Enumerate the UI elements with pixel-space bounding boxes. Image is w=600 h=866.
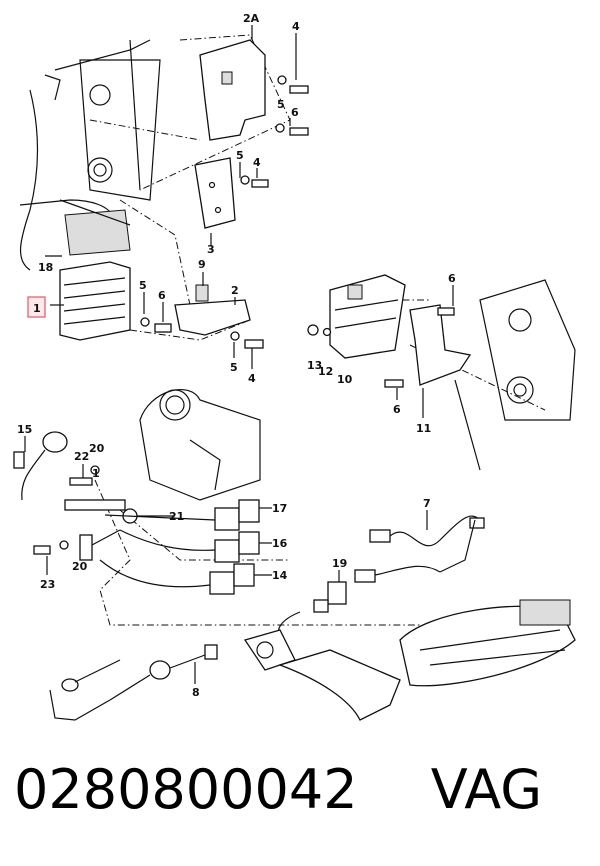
- callout-6: 6: [291, 106, 299, 119]
- engine-bay-outline: [19, 39, 161, 271]
- callout-5: 5: [277, 98, 285, 111]
- callout-21: 21: [169, 510, 184, 523]
- callout-19: 19: [332, 557, 347, 570]
- callout-7: 7: [423, 497, 431, 510]
- callout-leaders: [24, 33, 454, 684]
- callout-18: 18: [38, 261, 53, 274]
- sensor-8: [49, 644, 218, 721]
- callout-23: 23: [40, 578, 55, 591]
- callout-5: 5: [236, 149, 244, 162]
- callout-12: 12: [318, 365, 333, 378]
- part-caption: 0280800042 VAG: [14, 758, 594, 848]
- callout-1: 1: [92, 467, 100, 480]
- engine-block-right: [454, 279, 576, 471]
- callout-11: 11: [416, 422, 431, 435]
- wiring-harness-18: [19, 199, 131, 256]
- oxygen-sensor-7: [354, 515, 485, 583]
- callout-14: 14: [272, 569, 288, 582]
- control-unit-10: [307, 274, 406, 359]
- brand-name: VAG: [430, 758, 543, 821]
- callout-4: 4: [248, 372, 256, 385]
- callout-16: 16: [272, 537, 288, 550]
- callout-17: 17: [272, 502, 287, 515]
- exhaust-catalytic-converter: [243, 599, 576, 721]
- callout-3: 3: [207, 243, 215, 256]
- callout-5: 5: [139, 279, 147, 292]
- callout-1-highlight: [27, 296, 46, 318]
- callout-13: 13: [307, 359, 322, 372]
- callout-15: 15: [17, 423, 32, 436]
- callout-2a: 2A: [243, 12, 260, 25]
- callout-6: 6: [448, 272, 456, 285]
- bracket-11: [384, 304, 472, 388]
- bracket-2a: [199, 25, 266, 141]
- callout-9: 9: [198, 258, 206, 271]
- callout-4: 4: [292, 20, 300, 33]
- distributor-area: [139, 389, 261, 501]
- callout-2: 2: [231, 284, 239, 297]
- control-unit-1: [59, 261, 172, 341]
- part-number: 0280800042: [14, 758, 358, 821]
- callout-4: 4: [253, 156, 261, 169]
- bolts-upper: [240, 75, 309, 188]
- sensor-15: [13, 431, 68, 501]
- callout-6: 6: [393, 403, 401, 416]
- bracket-3: [194, 157, 236, 229]
- callout-8: 8: [192, 686, 200, 699]
- callout-20: 20: [72, 560, 88, 573]
- sensor-23: [33, 529, 121, 561]
- sensor-19: [277, 581, 347, 641]
- connector-14: [99, 559, 255, 595]
- exploded-parts-diagram: 2A 4 5 6 5 4 3 18 1 9 5 6 2 5 4 6 13 12 …: [13, 12, 576, 721]
- callout-6: 6: [158, 289, 166, 302]
- connector-17: [104, 499, 260, 531]
- bracket-2: [174, 284, 264, 349]
- callout-numbers: 2A 4 5 6 5 4 3 18 1 9 5 6 2 5 4 6 13 12 …: [17, 12, 456, 699]
- callout-20: 20: [89, 442, 105, 455]
- callout-5: 5: [230, 361, 238, 374]
- callout-10: 10: [337, 373, 353, 386]
- connector-16: [119, 529, 260, 563]
- callout-1: 1: [33, 302, 41, 315]
- callout-22: 22: [74, 450, 89, 463]
